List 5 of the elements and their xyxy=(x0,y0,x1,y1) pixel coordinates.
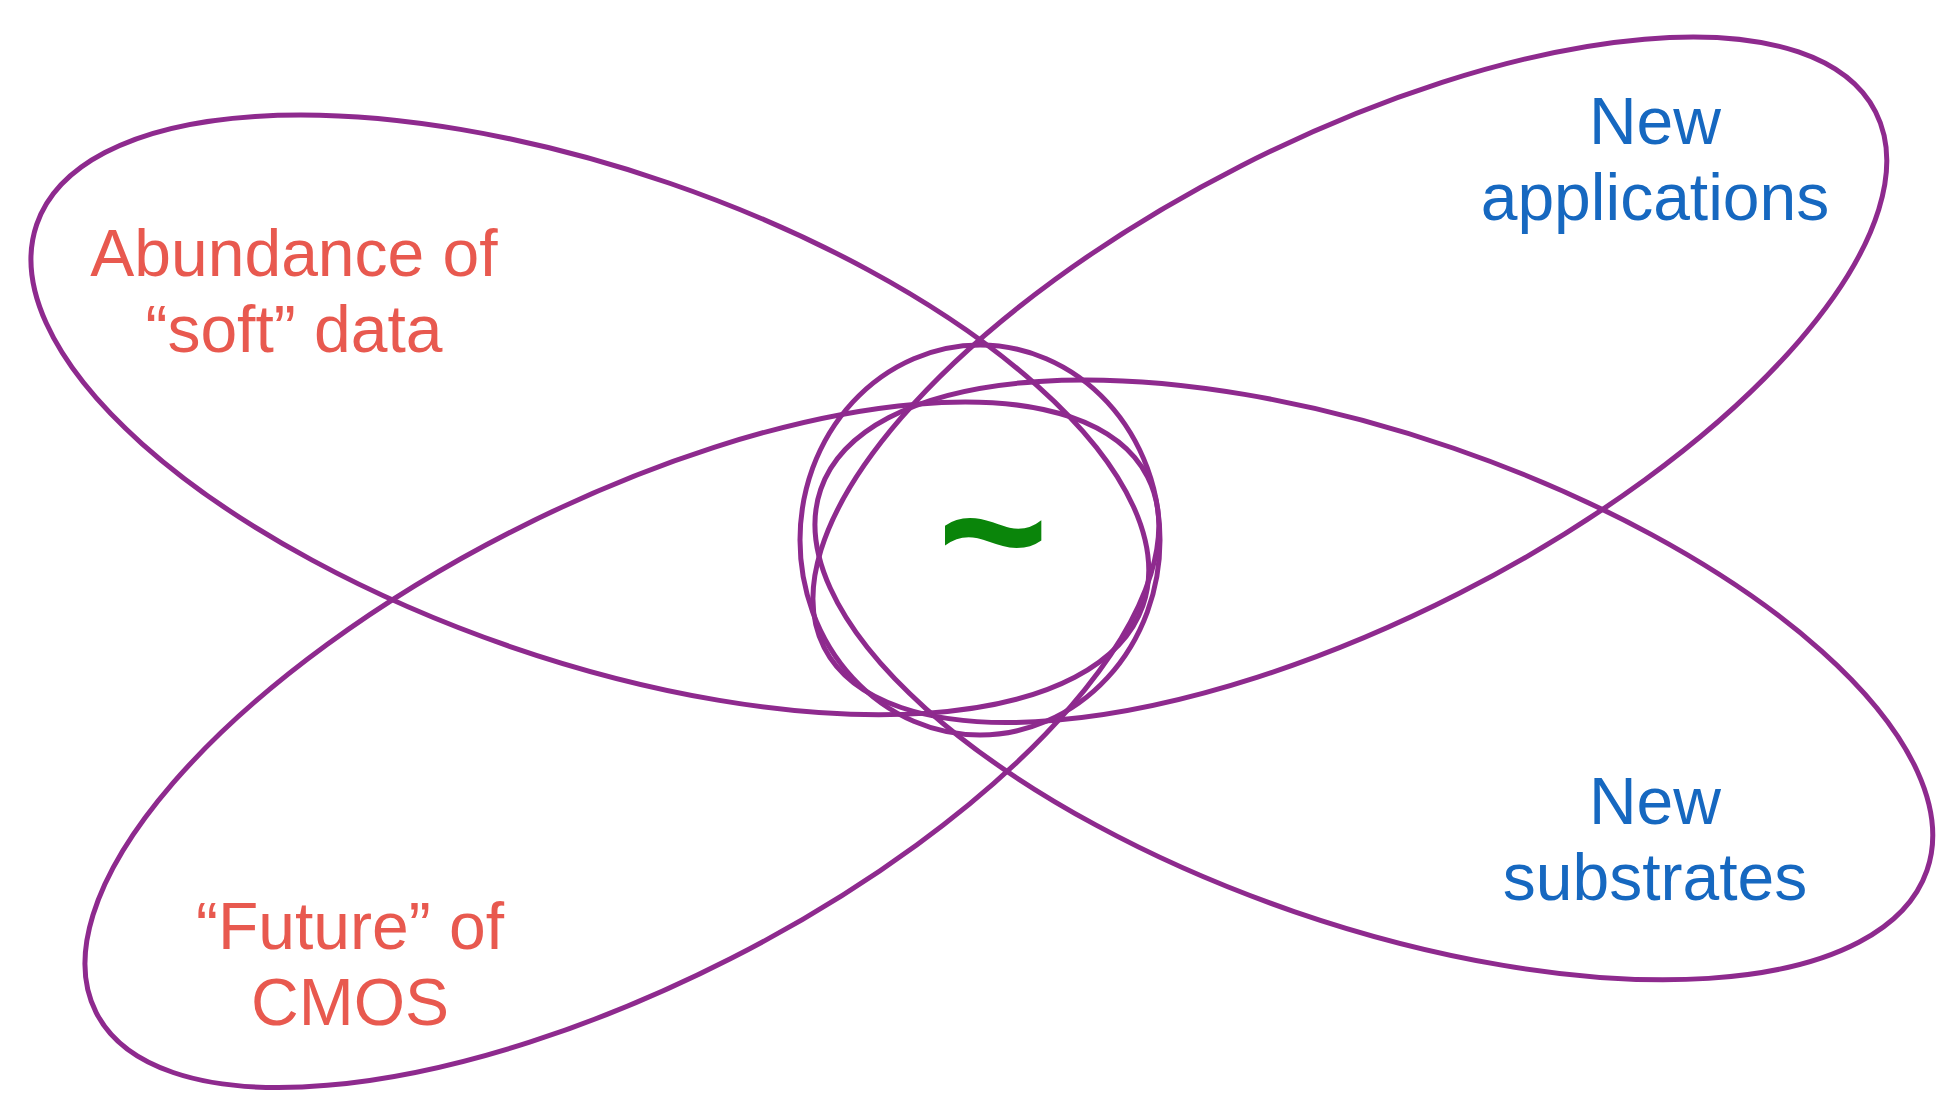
set-label: Abundance of “soft” data xyxy=(89,216,499,368)
tilde-symbol: ~ xyxy=(936,422,1050,638)
set-label: “Future” of CMOS xyxy=(194,889,506,1041)
set-label: New applications xyxy=(1479,84,1831,236)
set-label: New substrates xyxy=(1501,764,1809,916)
